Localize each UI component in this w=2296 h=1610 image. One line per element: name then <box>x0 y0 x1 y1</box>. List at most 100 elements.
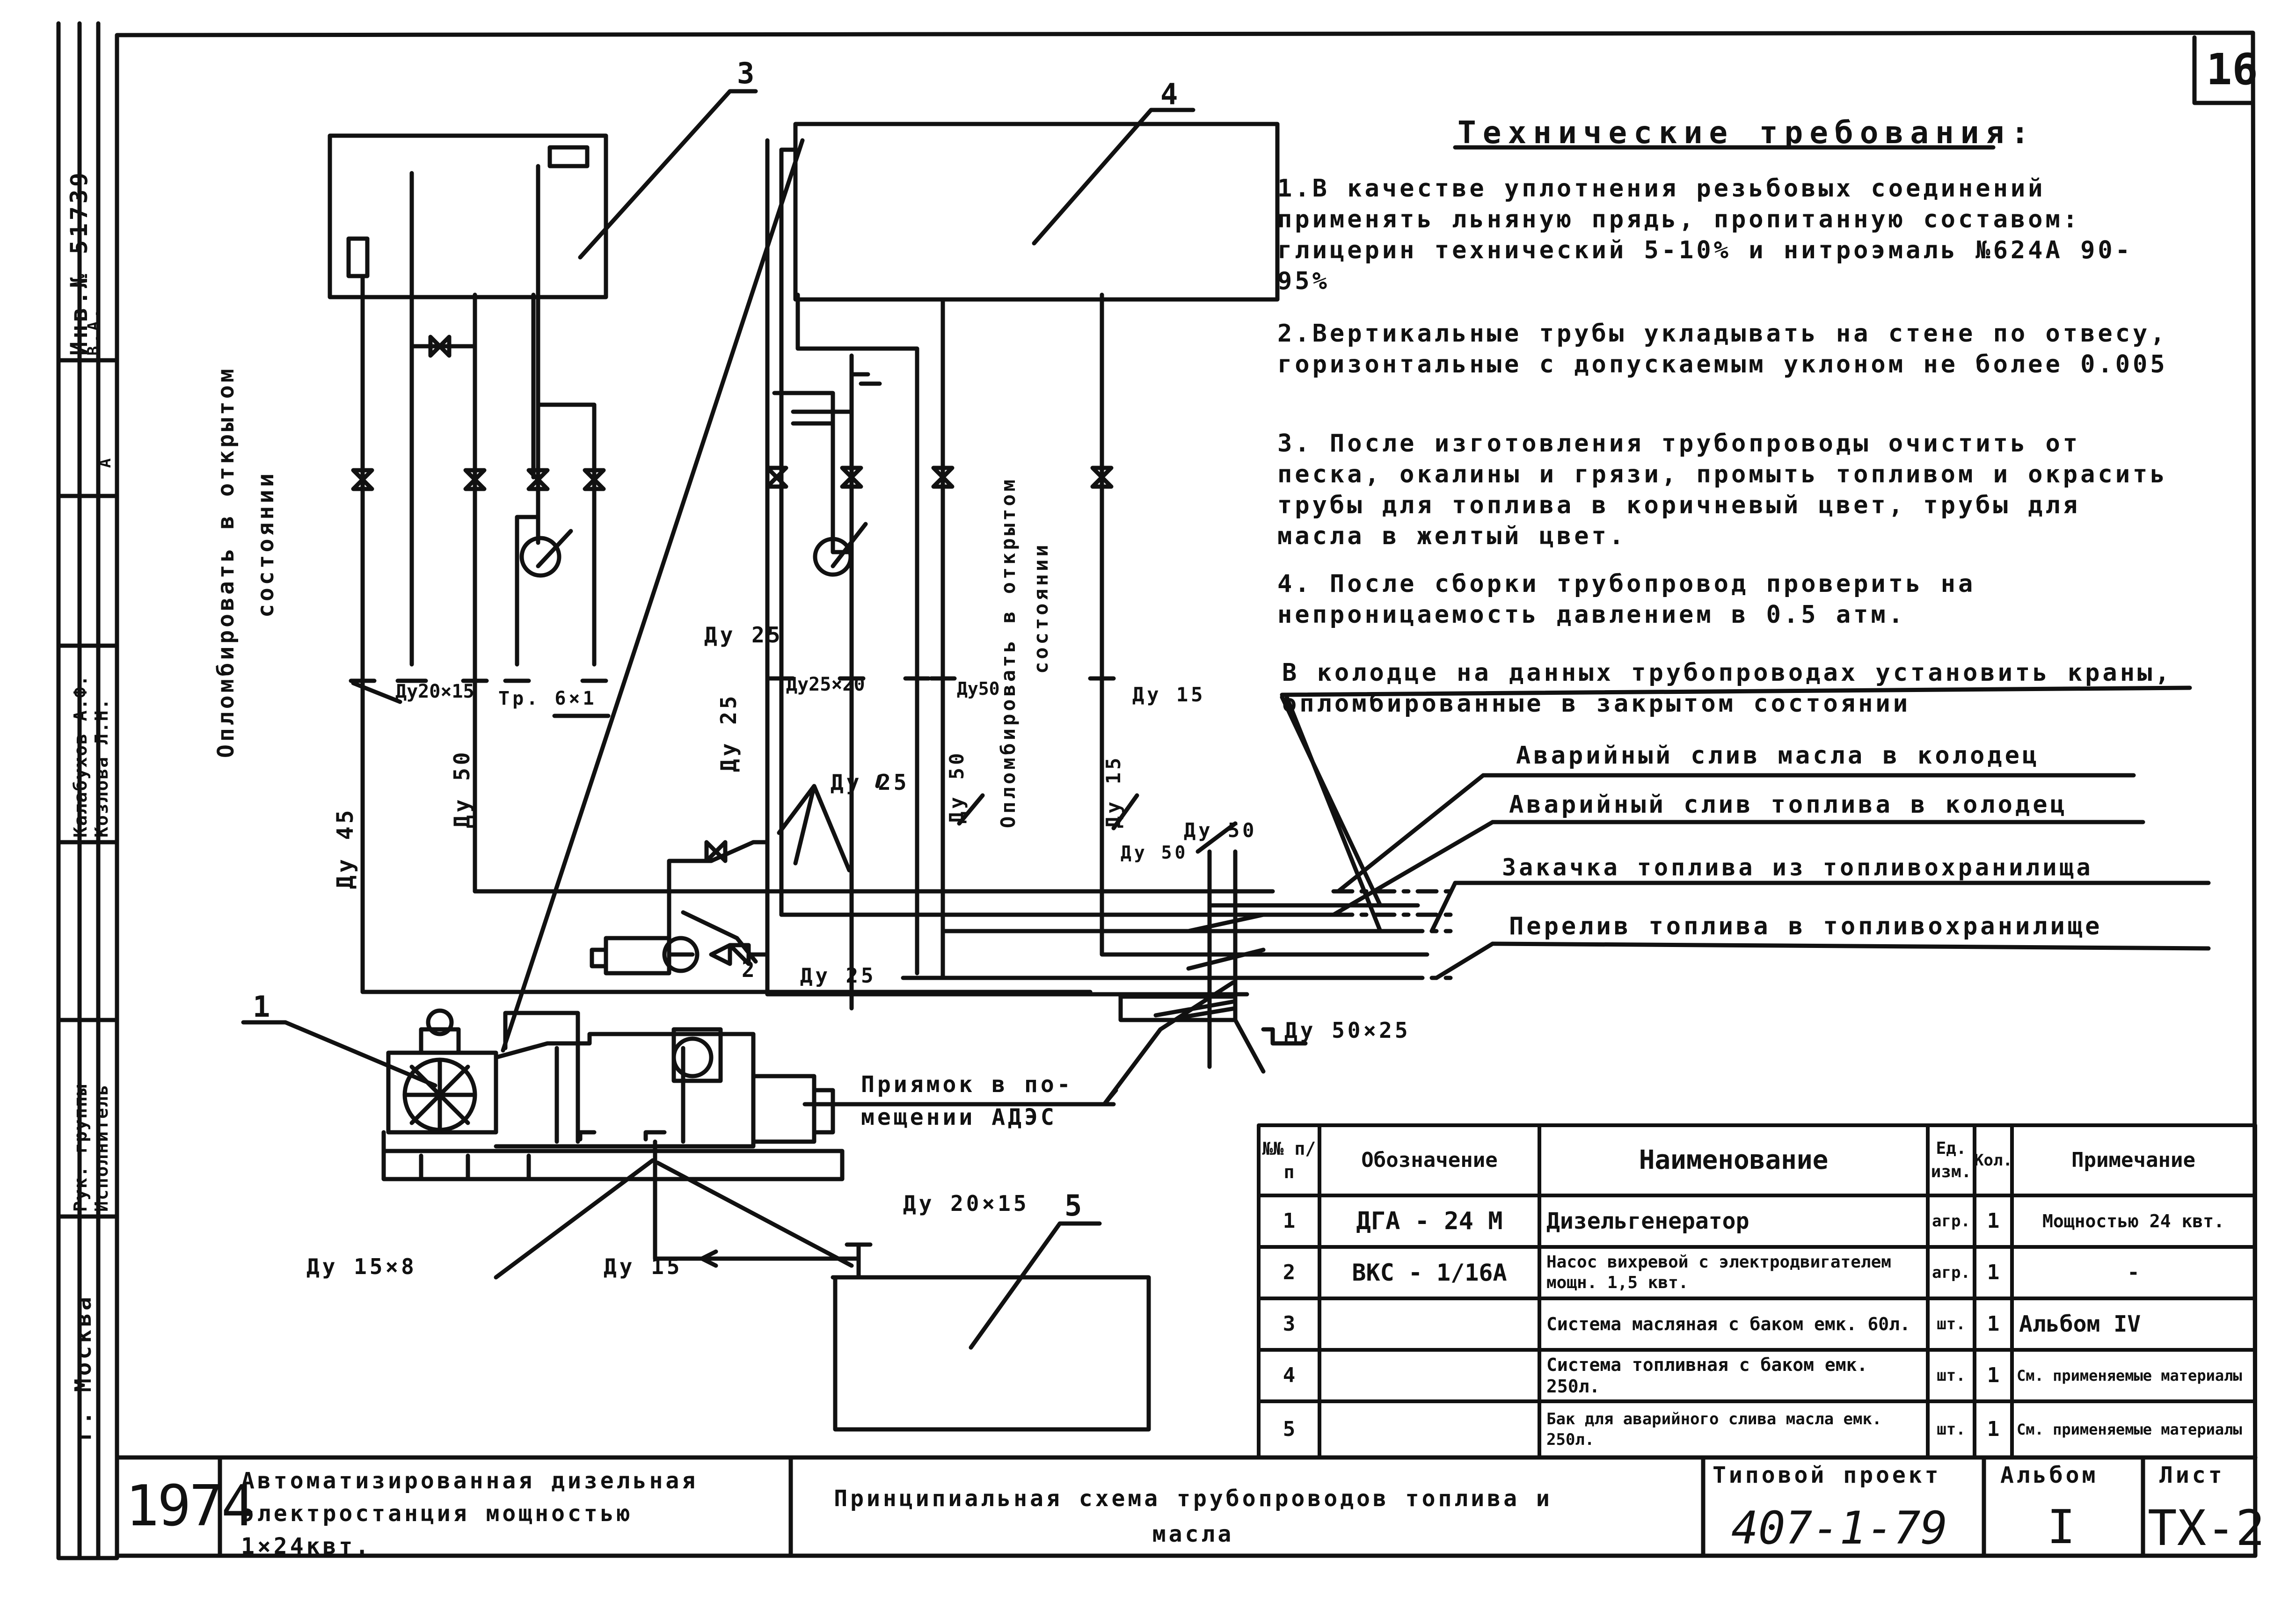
spec-r2-qty: 1 <box>1987 1260 2000 1284</box>
requirement-1: 1.В качестве уплотнения резьбовых соедин… <box>1277 175 2133 295</box>
spec-r4-name: Система топливная с баком емк. 250л. <box>1546 1355 1868 1397</box>
title-sheet-label: Лист <box>2159 1462 2225 1488</box>
stamp-name-1: Калабухов А.Ф. <box>70 674 91 838</box>
spec-r2-designation: ВКС - 1/16А <box>1352 1259 1507 1286</box>
pit-label-line1: Приямок в по- <box>861 1071 1073 1098</box>
pipe-label-tr6x1: Тр. 6×1 <box>498 688 597 709</box>
callout-3: 3 <box>737 56 758 90</box>
seal-note-right-line2: состоянии <box>1029 542 1052 674</box>
spec-r3-note: Альбом IV <box>2019 1311 2141 1337</box>
pipe-label-du25x20: Ду25×20 <box>786 674 865 695</box>
spec-r3-designation <box>1322 1300 1537 1348</box>
spec-r4-qty: 1 <box>1987 1363 2000 1387</box>
callout-5: 5 <box>1064 1188 1085 1223</box>
seal-note-right-line1: Опломбировать в открытом <box>997 477 1020 828</box>
title-album-value: I <box>2047 1500 2078 1554</box>
spec-r3-qty: 1 <box>1987 1312 2000 1336</box>
pipe-label-du20x15-tank: Ду 20×15 <box>903 1191 1029 1216</box>
title-year: 1974 <box>125 1474 255 1539</box>
title-drawing-name: Принципиальная схема трубопроводов топли… <box>834 1486 1553 1547</box>
spec-r3-name: Система масляная с баком емк. 60л. <box>1546 1314 1910 1334</box>
callout-4: 4 <box>1160 77 1181 111</box>
pit-label-line2: мещении АДЭС <box>861 1104 1057 1130</box>
pipe-label-du50-b: Ду 50 <box>1121 842 1188 863</box>
spec-header-name: Наименование <box>1639 1145 1829 1175</box>
stamp-role-1: Рук. группы <box>70 1084 91 1212</box>
spec-r4-unit: шт. <box>1937 1366 1966 1385</box>
pipe-label-du15-bottom: Ду 15 <box>604 1254 683 1279</box>
spec-r4-designation <box>1322 1351 1537 1400</box>
outlet-fuel-overflow: Перелив топлива в топливохранилище <box>1509 912 2103 940</box>
title-typical-project-number: 407-1-79 <box>1731 1502 1948 1554</box>
seal-note-left-line1: Опломбировать в открытом <box>213 366 239 758</box>
spec-r5-no: 5 <box>1283 1417 1296 1441</box>
spec-r2-no: 2 <box>1283 1260 1296 1284</box>
emergency-tank-5 <box>833 1275 1151 1432</box>
spec-r1-name: Дизельгенератор <box>1546 1208 1749 1234</box>
spec-r1-qty: 1 <box>1987 1209 2000 1233</box>
spec-r1-designation: ДГА - 24 М <box>1356 1207 1503 1235</box>
requirements-heading: Технические требования: <box>1458 115 2036 151</box>
spec-header-qty: Кол. <box>1975 1151 2011 1170</box>
spec-header-unit: Ед. изм. <box>1931 1139 1972 1181</box>
spec-r1-unit: агр. <box>1932 1212 1970 1231</box>
sheet-number: 16 <box>2206 44 2258 95</box>
pipe-label-du25-b: Ду 25 <box>716 693 741 772</box>
title-project-name: Автоматизированная дизельная электростан… <box>241 1468 699 1559</box>
requirement-3: 3. После изготовления трубопроводы очист… <box>1277 430 2168 550</box>
spec-r2-note: - <box>2127 1260 2140 1284</box>
fuel-tank-4 <box>793 122 1280 302</box>
spec-header-note: Примечание <box>2071 1148 2195 1172</box>
seal-note-left-line2: состоянии <box>253 470 279 618</box>
title-sheet-value: ТХ-2 <box>2148 1500 2265 1557</box>
oil-tank-3 <box>328 133 608 299</box>
callout-2: 2 <box>742 957 758 982</box>
spec-header-no: №№ п/п <box>1262 1138 1316 1182</box>
pipe-label-du15-vert: Ду 15 <box>1102 755 1125 828</box>
diesel-generator-1 <box>381 1008 1116 1280</box>
sheet-frame <box>115 30 2258 1558</box>
spec-r5-note: См. применяемые материалы <box>2017 1421 2242 1438</box>
outlet-fuel-intake: Закачка топлива из топливохранилища <box>1502 854 2093 881</box>
spec-r4-note: См. применяемые материалы <box>2017 1367 2242 1384</box>
stamp-mark-1: В.А. <box>84 306 103 356</box>
title-typical-project-label: Типовой проект <box>1713 1462 1941 1488</box>
pipe-label-du20x15-top: Ду20×15 <box>395 681 474 702</box>
spec-r3-no: 3 <box>1283 1312 1296 1336</box>
pipe-label-du50x25: Ду 50×25 <box>1284 1018 1411 1043</box>
outlet-emergency-oil-drain: Аварийный слив масла в колодец <box>1516 742 2040 770</box>
spec-header-designation: Обозначение <box>1361 1148 1498 1172</box>
stamp-city: г. Москва <box>70 1294 96 1441</box>
spec-r5-qty: 1 <box>1987 1417 2000 1441</box>
stamp-name-2: Козлова Л.Н. <box>91 698 112 838</box>
pipe-label-du25-valves: Ду 25 <box>831 770 910 795</box>
spec-r5-name: Бак для аварийного слива масла емк. 250л… <box>1546 1410 1882 1449</box>
pipe-label-du50-left: Ду 50 <box>449 749 474 828</box>
pipe-label-du25-pump: Ду 25 <box>800 964 876 988</box>
spec-r2-unit: агр. <box>1932 1263 1970 1282</box>
crane-note: В колодце на данных трубопроводах устано… <box>1282 659 2172 718</box>
pipe-label-du15x8: Ду 15×8 <box>306 1254 417 1279</box>
requirement-4: 4. После сборки трубопровод проверить на… <box>1277 570 1976 629</box>
requirement-2: 2.Вертикальные трубы укладывать на стене… <box>1277 320 2168 379</box>
title-album-label: Альбом <box>2000 1462 2099 1488</box>
pipe-label-du50-vert: Ду 50 <box>945 750 968 823</box>
pipe-label-du25-a: Ду 25 <box>704 622 783 648</box>
spec-r5-designation <box>1322 1403 1537 1456</box>
spec-r5-unit: шт. <box>1937 1420 1966 1439</box>
stamp-mark-2: А <box>96 455 115 468</box>
outlet-emergency-fuel-drain: Аварийный слив топлива в колодец <box>1509 791 2068 819</box>
pipe-label-du50-mid: Ду50 <box>957 678 1000 699</box>
callout-1: 1 <box>253 990 273 1024</box>
pipe-label-du50-a: Ду 50 <box>1184 819 1257 842</box>
stamp-role-2: Исполнитель <box>91 1084 112 1212</box>
spec-r3-unit: шт. <box>1937 1315 1966 1333</box>
spec-r4-no: 4 <box>1283 1363 1296 1387</box>
spec-r1-note: Мощностью 24 квт. <box>2042 1211 2224 1231</box>
pipe-label-du45: Ду 45 <box>332 807 358 889</box>
spec-r1-no: 1 <box>1283 1209 1296 1233</box>
pump-2 <box>590 936 695 976</box>
pipe-label-du15-top: Ду 15 <box>1132 683 1206 706</box>
spec-r2-name: Насос вихревой с электродвигателем мощн.… <box>1546 1253 1891 1292</box>
